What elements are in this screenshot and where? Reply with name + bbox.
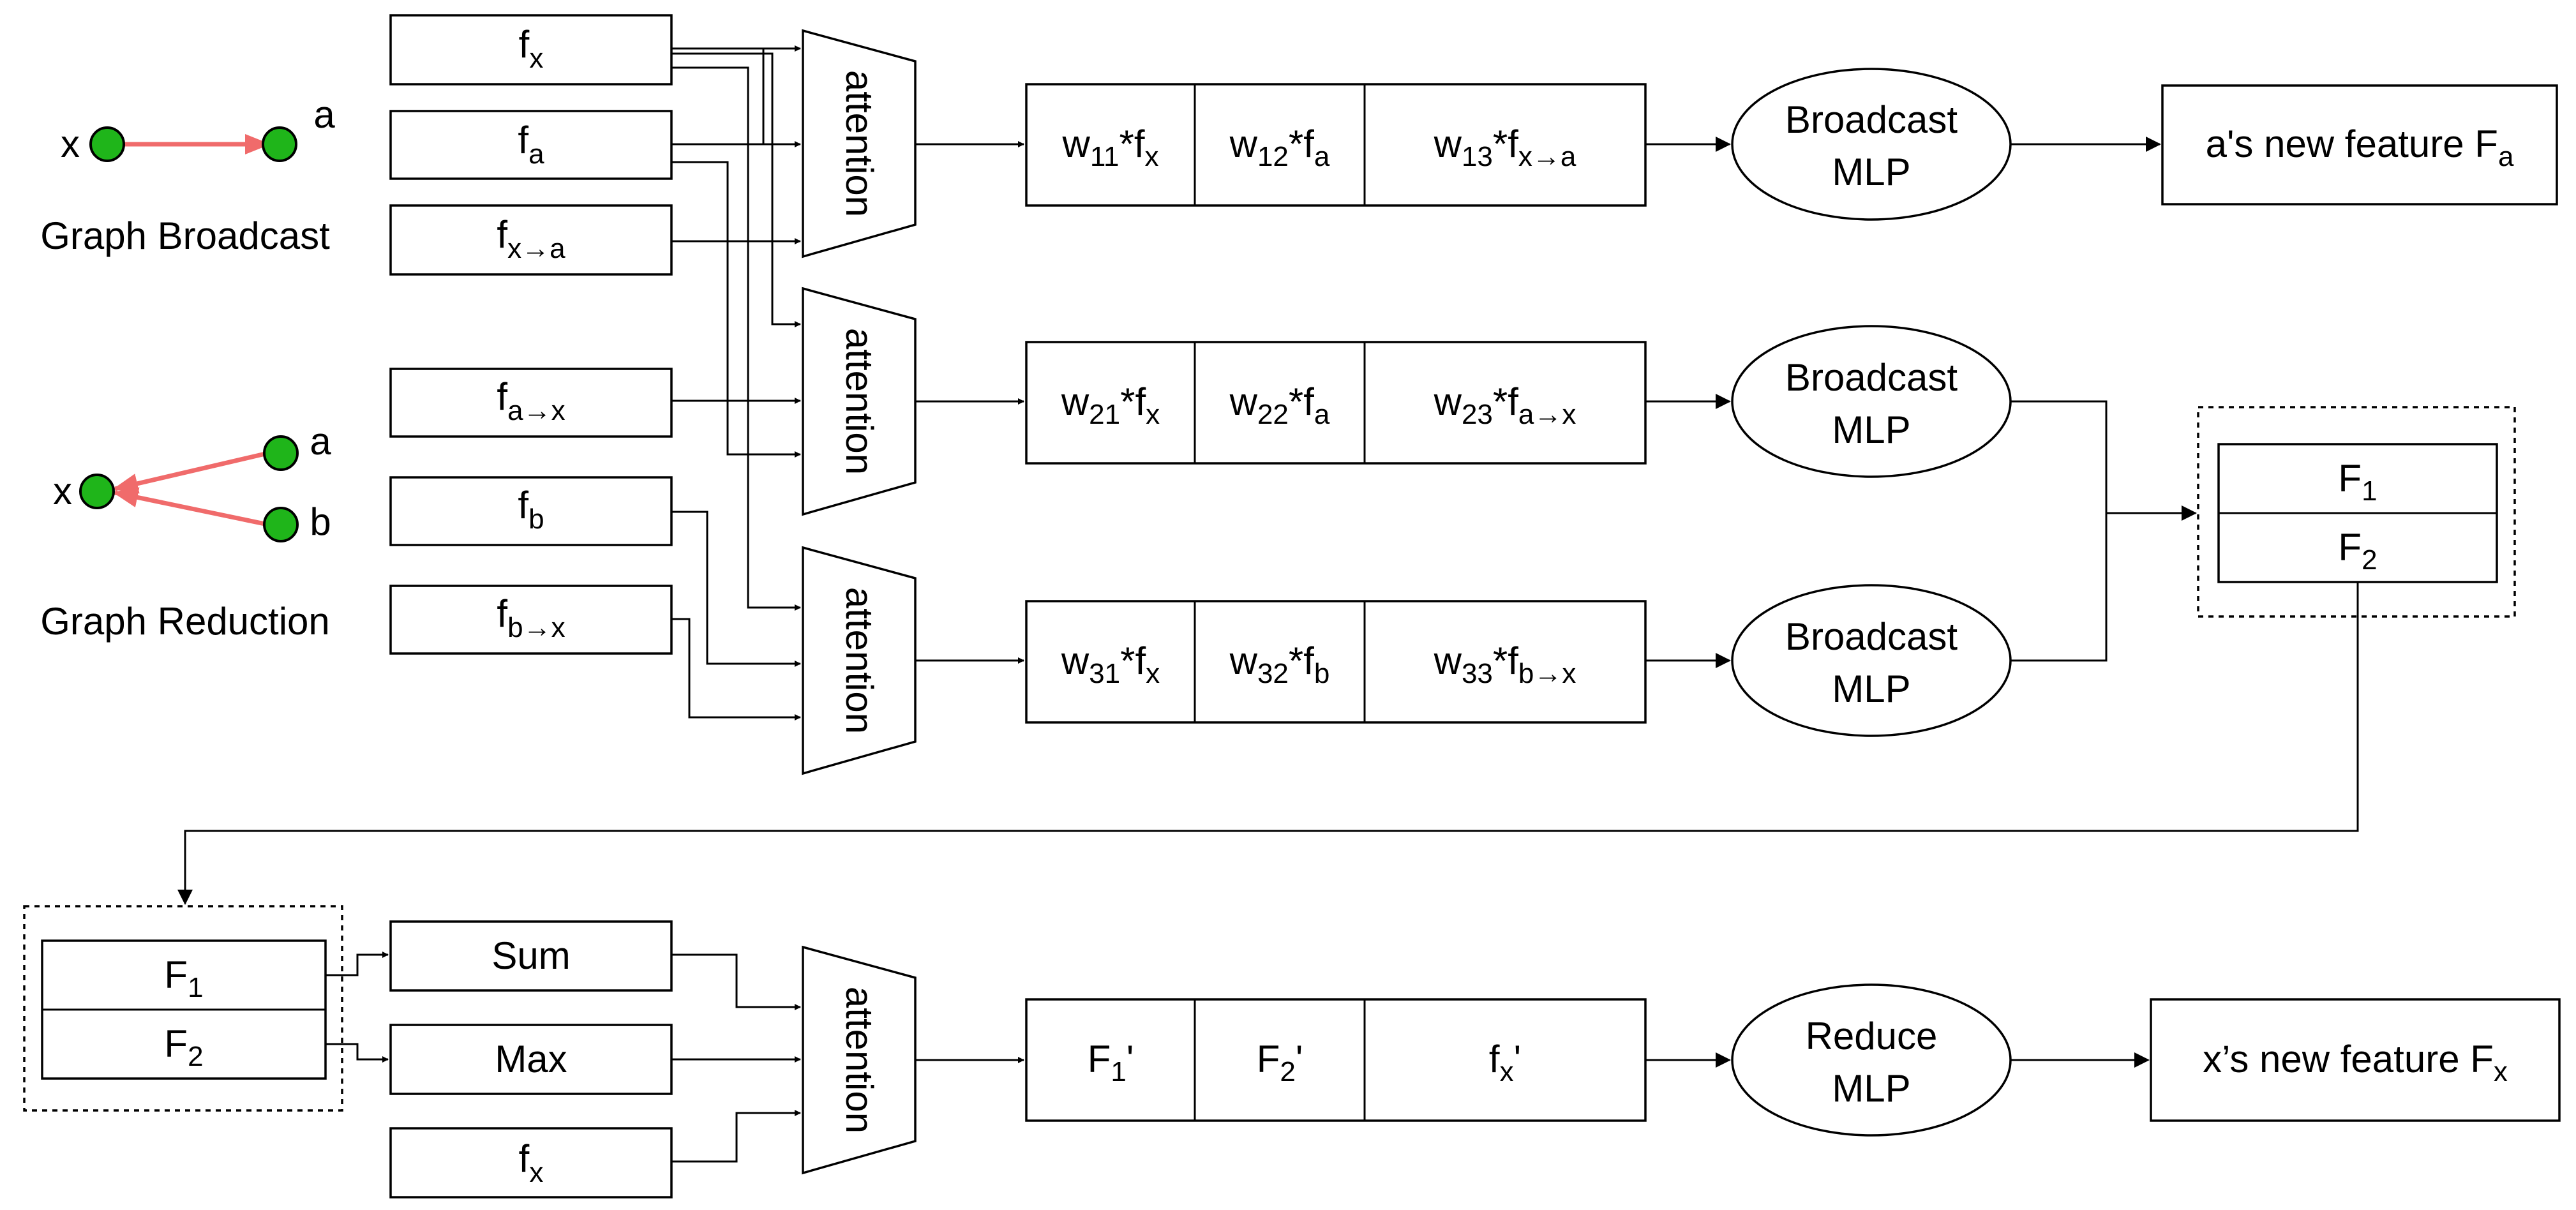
broadcast-mlp-1 xyxy=(1731,68,2012,221)
input-fb xyxy=(389,476,673,546)
broadcast-mlp-1-line2: MLP xyxy=(1832,151,1910,193)
reduction-node-a-label: a xyxy=(310,420,331,463)
stack-right-f2: F2 xyxy=(2338,526,2377,576)
graph-broadcast-title: Graph Broadcast xyxy=(40,214,330,257)
broadcast-output-box xyxy=(2161,84,2558,205)
input-fxa xyxy=(389,204,673,276)
input-fb-label: fb xyxy=(518,484,544,535)
attention-label-3: attention xyxy=(838,587,881,734)
broadcast-node-a-label: a xyxy=(313,93,335,136)
broadcast-mlp-3-line1: Broadcast xyxy=(1785,615,1958,658)
reduction-node-x xyxy=(79,474,115,509)
op-sum xyxy=(389,920,673,992)
op-max-label: Max xyxy=(495,1038,567,1080)
final-fx-prime: fx' xyxy=(1489,1038,1521,1087)
weight-33: w33*fb→x xyxy=(1434,639,1576,689)
reduction-edge-b xyxy=(112,487,269,527)
broadcast-mlp-2 xyxy=(1731,325,2012,478)
graph-reduction-title: Graph Reduction xyxy=(40,600,330,643)
input-wires xyxy=(671,45,801,721)
attention-label-4: attention xyxy=(838,987,881,1133)
broadcast-node-x-label: x xyxy=(61,123,80,165)
broadcast-mlp-3 xyxy=(1731,584,2012,737)
stack-right-f1: F1 xyxy=(2338,457,2377,507)
attention-block-3 xyxy=(802,546,917,775)
stack-left-dashed xyxy=(23,905,343,1112)
graph-broadcast: x a Graph Broadcast xyxy=(40,93,335,257)
broadcast-output-label: a's new feature Fa xyxy=(2206,123,2514,172)
reduction-node-b xyxy=(263,507,299,542)
input-fbx xyxy=(389,585,673,655)
final-f2-prime: F2' xyxy=(1257,1038,1303,1087)
stack-left-f1: F1 xyxy=(164,953,203,1003)
stack-left-f2: F2 xyxy=(164,1022,203,1072)
broadcast-mlp-1-line1: Broadcast xyxy=(1785,98,1958,141)
reduce-output-label: x’s new feature Fx xyxy=(2203,1038,2508,1087)
input-fxa-label: fx→a xyxy=(497,213,565,264)
weight-row-3: w31*fx w32*fb w33*fb→x xyxy=(1025,600,1647,724)
input-fax-label: fa→x xyxy=(497,375,565,426)
input-features: fx fa fx→a fa→x fb fb→x xyxy=(389,14,673,655)
broadcast-mlp-2-line2: MLP xyxy=(1832,408,1910,451)
attention-label-2: attention xyxy=(838,328,881,475)
broadcast-node-x xyxy=(89,126,125,162)
reduction-node-a xyxy=(263,435,299,471)
input-fa xyxy=(389,110,673,180)
weight-row-1: w11*fx w12*fa w13*fx→a xyxy=(1025,83,1647,207)
op-max xyxy=(389,1024,673,1095)
reduce-mlp xyxy=(1731,983,2012,1137)
weight-12: w12*fa xyxy=(1229,123,1330,172)
weight-23: w23*fa→x xyxy=(1434,380,1576,430)
op-sum-label: Sum xyxy=(491,934,570,977)
mlp-blocks: Broadcast MLP Broadcast MLP Broadcast ML… xyxy=(1731,68,2012,1137)
attention-block-1 xyxy=(802,29,917,258)
reduction-node-x-label: x xyxy=(53,470,72,512)
broadcast-mlp-2-line1: Broadcast xyxy=(1785,356,1958,399)
weight-13: w13*fx→a xyxy=(1434,123,1576,172)
broadcast-node-a xyxy=(262,126,297,162)
weight-32: w32*fb xyxy=(1229,639,1330,689)
reduce-output-box xyxy=(2150,998,2561,1122)
input-fx-label: fx xyxy=(519,23,544,74)
input-fx xyxy=(389,14,673,86)
attention-blocks: attention attention attention attention xyxy=(802,29,917,1175)
input-fa-label: fa xyxy=(518,119,544,170)
input-fax xyxy=(389,368,673,438)
attention-block-4 xyxy=(802,945,917,1175)
graph-reduction: x a b Graph Reduction xyxy=(40,420,331,643)
stack-right-dashed xyxy=(2197,406,2516,618)
op-fx xyxy=(389,1127,673,1199)
reduction-node-b-label: b xyxy=(310,500,331,543)
weight-31: w31*fx xyxy=(1061,639,1160,689)
attention-label-1: attention xyxy=(838,70,881,217)
op-fx-label: fx xyxy=(519,1137,544,1188)
reduce-mlp-line2: MLP xyxy=(1832,1067,1910,1110)
weight-22: w22*fa xyxy=(1229,380,1330,430)
reduce-mlp-line1: Reduce xyxy=(1806,1015,1938,1057)
weight-11: w11*fx xyxy=(1061,123,1158,172)
weight-row-2: w21*fx w22*fa w23*fa→x xyxy=(1025,341,1647,465)
input-fbx-label: fb→x xyxy=(497,592,565,643)
attention-block-2 xyxy=(802,287,917,516)
broadcast-mlp-3-line2: MLP xyxy=(1832,668,1910,710)
reduction-edge-a xyxy=(112,451,269,494)
final-f1-prime: F1' xyxy=(1088,1038,1134,1087)
weight-21: w21*fx xyxy=(1061,380,1160,430)
